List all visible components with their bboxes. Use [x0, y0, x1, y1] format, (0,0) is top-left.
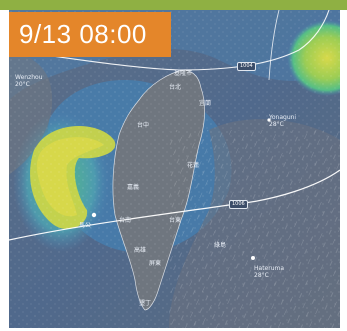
label-ls: 綠島: [214, 242, 227, 249]
label-yonaguni: Yonaguni 28°C: [269, 114, 297, 128]
isobar-line-northeast: [268, 10, 280, 81]
label-kaohsiung: 高雄: [134, 247, 147, 254]
isobar-line-upper: [9, 10, 330, 71]
label-taitung: 台東: [169, 217, 182, 224]
label-wenzhou: Wenzhou 20°C: [15, 74, 43, 88]
island-ryukyu: [251, 256, 255, 260]
isobar-line-lower: [9, 169, 340, 241]
label-chiayi: 嘉義: [127, 184, 140, 191]
label-pingtung: 屏東: [149, 260, 162, 267]
label-keelung: 基隆市: [174, 70, 193, 77]
island-penghu: [91, 212, 97, 218]
wind-particles-streaks: [169, 130, 340, 328]
top-accent-strip: [0, 0, 347, 10]
island-yonaguni: [267, 118, 271, 122]
timestamp-overlay: 9/13 08:00: [9, 12, 171, 57]
label-kenting: 墾丁: [139, 300, 152, 307]
label-yilan: 宜蘭: [199, 100, 212, 107]
isobar-label-1004-top: 1004: [237, 62, 256, 71]
weather-map-svg: [9, 10, 340, 328]
label-magong: 馬公: [79, 222, 92, 229]
weather-map[interactable]: 1004 1006 Wenzhou 20°C 基隆市 台北 宜蘭 台中 花蓮 台…: [9, 10, 340, 328]
label-hualien: 花蓮: [187, 162, 200, 169]
label-taichung: 台中: [137, 122, 150, 129]
label-taipei: 台北: [169, 84, 182, 91]
label-tainan: 台南: [119, 217, 132, 224]
isobar-label-1006-mid: 1006: [229, 200, 248, 209]
label-hateruma: Hateruma 28°C: [254, 265, 285, 279]
